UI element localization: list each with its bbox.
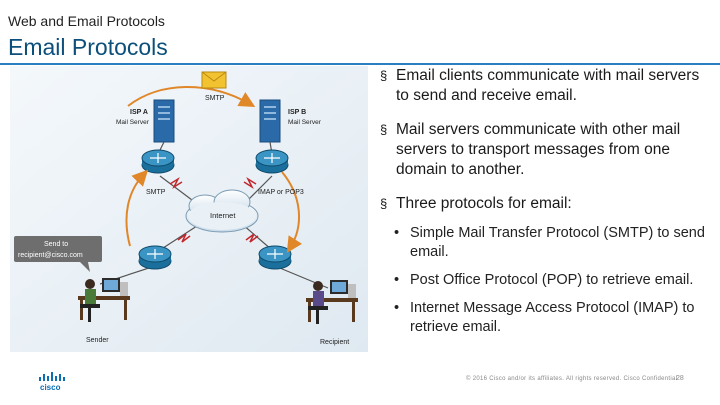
- internet-cloud-icon: [185, 189, 259, 233]
- isp-a-label: ISP A: [130, 109, 148, 116]
- serial-link-icon-bottom-left: [177, 233, 191, 243]
- mail-server-b-label: Mail Server: [288, 119, 322, 126]
- page-number: 28: [676, 375, 684, 382]
- bullet-list: § Email clients communicate with mail se…: [380, 66, 715, 346]
- sub-bullet-item: • Internet Message Access Protocol (IMAP…: [394, 299, 715, 337]
- sub-bullet-text: Post Office Protocol (POP) to retrieve e…: [410, 272, 694, 288]
- router-icon-top-left: [141, 149, 175, 174]
- pop-download-arrow: [281, 171, 303, 254]
- copyright-text: © 2016 Cisco and/or its affiliates. All …: [466, 376, 678, 382]
- dot-bullet-icon: •: [394, 300, 400, 316]
- server-a-icon: [153, 99, 175, 143]
- sub-bullet-item: • Simple Mail Transfer Protocol (SMTP) t…: [394, 224, 715, 262]
- slide-supertitle: Web and Email Protocols: [8, 13, 165, 29]
- square-bullet-icon: §: [380, 122, 388, 137]
- email-network-diagram: SMTP ISP A Mail Server ISP B Mail Server: [10, 66, 368, 352]
- bullet-text: Email clients communicate with mail serv…: [396, 67, 700, 104]
- recipient-label: Recipient: [320, 339, 349, 346]
- server-b-icon: [259, 99, 281, 143]
- sub-bullet-text: Simple Mail Transfer Protocol (SMTP) to …: [410, 225, 705, 260]
- cisco-logo: cisco: [38, 372, 68, 397]
- logo-wordmark: cisco: [40, 383, 61, 392]
- internet-label: Internet: [210, 211, 236, 220]
- callout-line1: Send to: [44, 241, 68, 248]
- dot-bullet-icon: •: [394, 272, 400, 288]
- imap-pop3-label: IMAP or POP3: [258, 189, 304, 196]
- serial-link-icon-left: [169, 176, 183, 190]
- bullet-item: § Mail servers communicate with other ma…: [380, 120, 715, 180]
- isp-b-label: ISP B: [288, 109, 306, 116]
- mail-server-a-label: Mail Server: [116, 119, 150, 126]
- sub-bullet-item: • Post Office Protocol (POP) to retrieve…: [394, 271, 715, 290]
- smtp-top-label: SMTP: [205, 95, 225, 102]
- router-icon-bottom-left: [138, 245, 172, 270]
- dot-bullet-icon: •: [394, 225, 400, 241]
- smtp-upload-arrow: [125, 169, 149, 247]
- smtp-left-label: SMTP: [146, 189, 166, 196]
- callout-line2: recipient@cisco.com: [18, 252, 83, 259]
- square-bullet-icon: §: [380, 68, 388, 83]
- slide-title: Email Protocols: [8, 34, 168, 60]
- bullet-text: Mail servers communicate with other mail…: [396, 121, 681, 178]
- bullet-text: Three protocols for email:: [396, 195, 572, 212]
- sender-label: Sender: [86, 337, 109, 344]
- router-icon-top-right: [255, 149, 289, 174]
- sub-bullet-text: Internet Message Access Protocol (IMAP) …: [410, 300, 695, 335]
- smtp-arc-arrow: [127, 86, 256, 107]
- serial-link-icon-right: [243, 176, 257, 190]
- serial-link-icon-bottom-right: [245, 233, 259, 243]
- title-rule: [0, 63, 720, 65]
- sender-workstation-icon: [78, 278, 130, 322]
- recipient-workstation-icon: [306, 280, 358, 324]
- router-icon-bottom-right: [258, 245, 292, 270]
- square-bullet-icon: §: [380, 196, 388, 211]
- envelope-icon: [201, 71, 227, 89]
- bullet-item: § Three protocols for email:: [380, 194, 715, 214]
- bullet-item: § Email clients communicate with mail se…: [380, 66, 715, 106]
- send-to-callout: [14, 236, 102, 272]
